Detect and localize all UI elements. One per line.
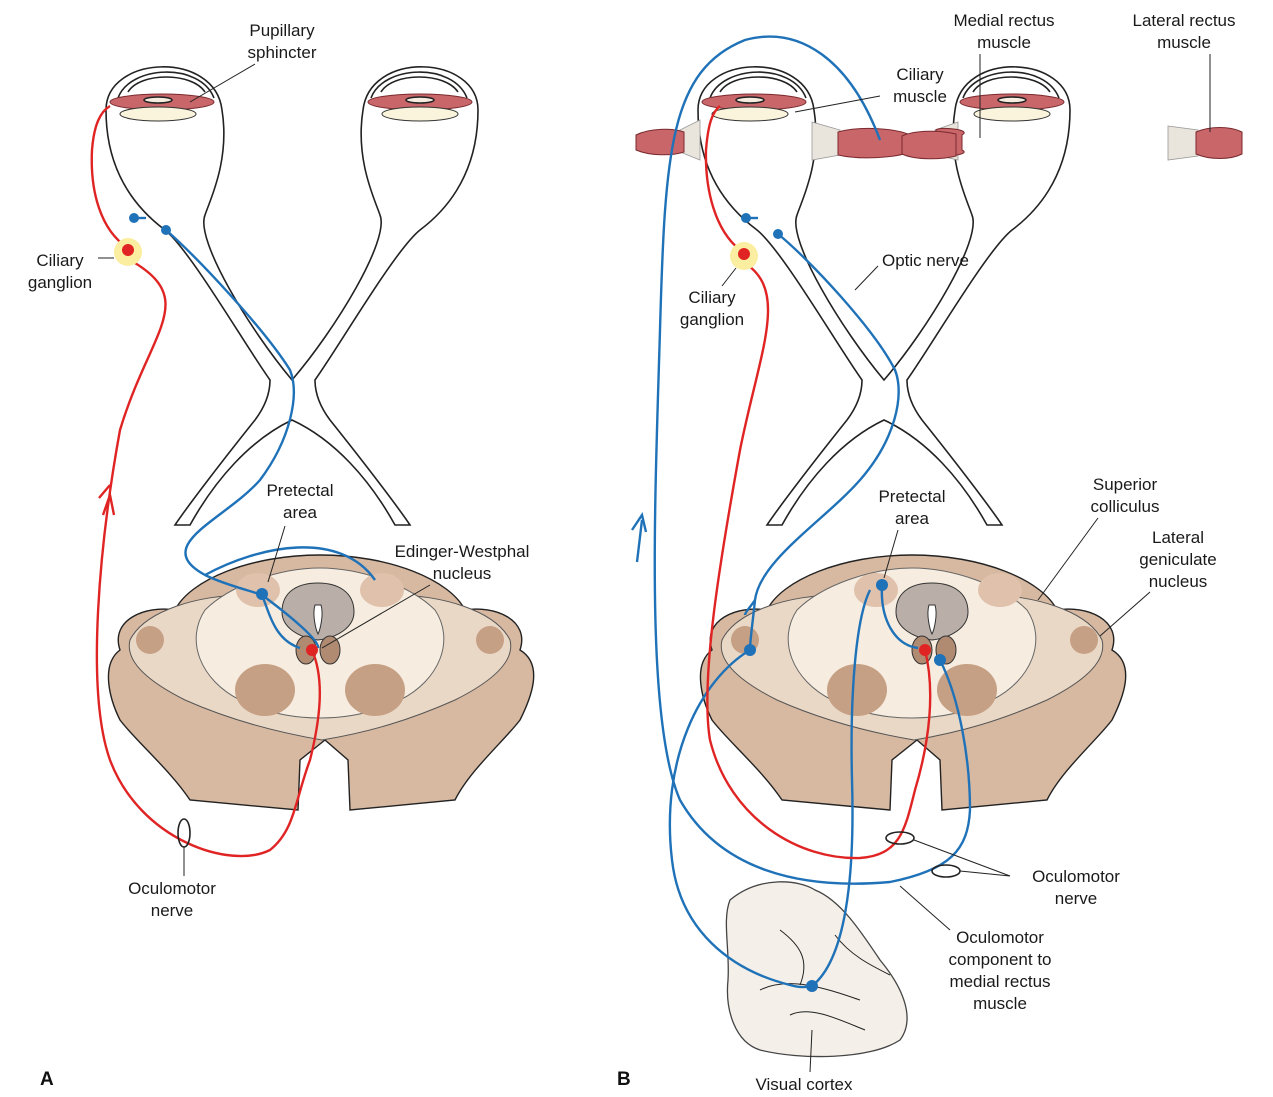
oculomotor-nerve-marker-b2: [932, 865, 960, 877]
label-pretectal-area-2: area: [283, 503, 318, 522]
panel-b: Medial rectus muscle Lateral rectus musc…: [617, 11, 1242, 1094]
lateral-geniculate-right-b: [1070, 626, 1098, 654]
label-pretectal-area-b-2: area: [895, 509, 930, 528]
optic-system-outline-a: [106, 67, 478, 525]
label-edinger-westphal-2: nucleus: [433, 564, 492, 583]
label-oculomotor-component-3: medial rectus: [949, 972, 1050, 991]
labels-b: Medial rectus muscle Lateral rectus musc…: [617, 11, 1236, 1094]
label-pupillary-sphincter-2: sphincter: [248, 43, 317, 62]
label-lateral-geniculate-1: Lateral: [1152, 528, 1204, 547]
panel-label-a: A: [40, 1069, 54, 1090]
label-ciliary-muscle-1: Ciliary: [896, 65, 944, 84]
pretectal-area-right-a: [360, 573, 404, 607]
oculomotor-nerve-marker-a: [178, 819, 190, 847]
label-lateral-geniculate-3: nucleus: [1149, 572, 1208, 591]
label-oculomotor-component-1: Oculomotor: [956, 928, 1044, 947]
label-ciliary-ganglion-2: ganglion: [28, 273, 92, 292]
midbrain-section-a: [108, 555, 533, 810]
right-eye-b: [902, 72, 1242, 160]
label-ciliary-ganglion-1: Ciliary: [36, 251, 84, 270]
panel-label-b: B: [617, 1069, 631, 1090]
lateral-rectus-left-b: [636, 129, 684, 154]
label-oculomotor-nerve-2: nerve: [151, 901, 194, 920]
label-lateral-rectus-1: Lateral rectus: [1133, 11, 1236, 30]
medial-rectus-right-body-b: [902, 131, 956, 159]
label-lateral-geniculate-2: geniculate: [1139, 550, 1217, 569]
label-lateral-rectus-2: muscle: [1157, 33, 1211, 52]
lateral-rectus-right-b: [1196, 128, 1242, 159]
label-oculomotor-nerve-1: Oculomotor: [128, 879, 216, 898]
label-visual-cortex: Visual cortex: [755, 1075, 853, 1094]
midbrain-section-b: [700, 555, 1125, 810]
label-optic-nerve: Optic nerve: [882, 251, 969, 270]
label-superior-colliculus-1: Superior: [1093, 475, 1158, 494]
label-medial-rectus-2: muscle: [977, 33, 1031, 52]
medial-rectus-left-b: [838, 128, 910, 157]
label-oculomotor-nerve-b-2: nerve: [1055, 889, 1098, 908]
label-pretectal-area-b-1: Pretectal: [878, 487, 945, 506]
label-oculomotor-nerve-b-1: Oculomotor: [1032, 867, 1120, 886]
label-ciliary-ganglion-b-2: ganglion: [680, 310, 744, 329]
panel-a: Pupillary sphincter Ciliary ganglion Pre…: [28, 21, 534, 1090]
label-ciliary-ganglion-b-1: Ciliary: [688, 288, 736, 307]
pretectal-area-left-b: [854, 573, 898, 607]
visual-cortex-b: [726, 882, 907, 1057]
label-pretectal-area-1: Pretectal: [266, 481, 333, 500]
label-medial-rectus-1: Medial rectus: [953, 11, 1054, 30]
label-pupillary-sphincter-1: Pupillary: [249, 21, 315, 40]
label-superior-colliculus-2: colliculus: [1091, 497, 1160, 516]
pretectal-area-right-b: [978, 573, 1022, 607]
label-ciliary-muscle-2: muscle: [893, 87, 947, 106]
label-oculomotor-component-2: component to: [948, 950, 1051, 969]
lens-left-a: [120, 107, 196, 121]
label-edinger-westphal-1: Edinger-Westphal: [395, 542, 530, 561]
label-oculomotor-component-4: muscle: [973, 994, 1027, 1013]
